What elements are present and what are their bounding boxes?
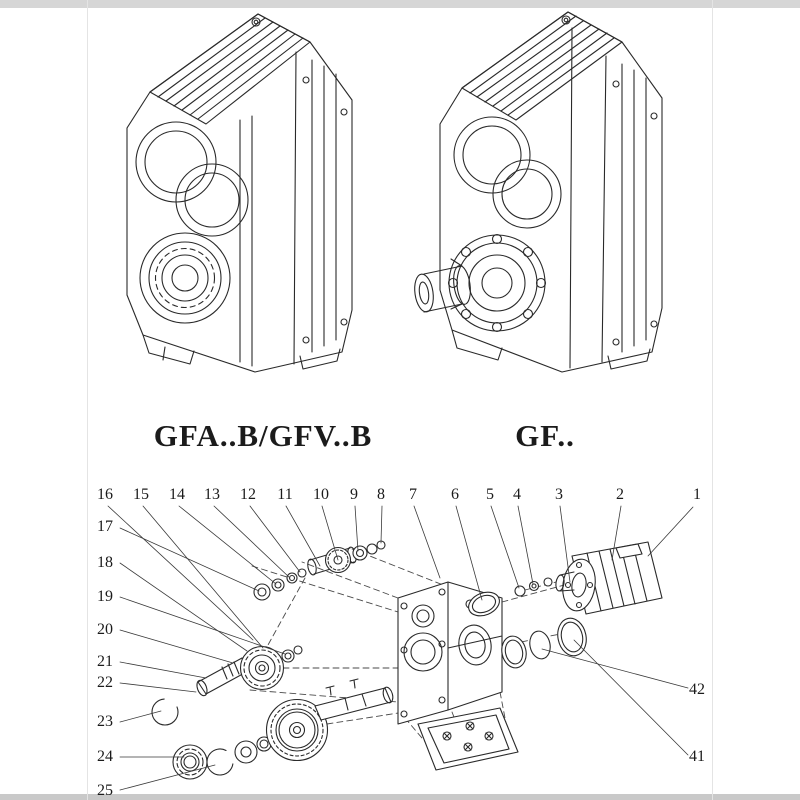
model-label-right: GF.. bbox=[515, 418, 575, 453]
callout-number: 4 bbox=[513, 486, 521, 503]
photo-edge-top bbox=[0, 0, 800, 8]
exploded-view bbox=[151, 540, 663, 780]
page-edge-right bbox=[712, 0, 713, 800]
photo-edge-bottom bbox=[0, 794, 800, 800]
intermediate-shaft-assembly bbox=[196, 645, 303, 697]
callout-number: 2 bbox=[616, 486, 624, 503]
callout-number: 22 bbox=[97, 674, 113, 691]
motor-unit bbox=[555, 541, 663, 615]
callout-number: 20 bbox=[97, 621, 113, 638]
page-edge-left bbox=[87, 0, 88, 800]
callout-number: 15 bbox=[133, 486, 149, 503]
output-shaft-assembly bbox=[151, 678, 394, 780]
callout-number: 6 bbox=[451, 486, 459, 503]
callout-number: 9 bbox=[350, 486, 358, 503]
mounting-plate bbox=[417, 707, 519, 771]
model-label-left: GFA..B/GFV..B bbox=[153, 418, 373, 453]
plate-screws bbox=[442, 721, 494, 752]
callout-number: 16 bbox=[97, 486, 113, 503]
seals-and-rings bbox=[468, 577, 587, 669]
callout-number: 7 bbox=[409, 486, 417, 503]
callout-number: 18 bbox=[97, 554, 113, 571]
callout-number: 41 bbox=[689, 748, 705, 765]
callout-number: 12 bbox=[240, 486, 256, 503]
callout-number: 13 bbox=[204, 486, 220, 503]
callout-number: 23 bbox=[97, 713, 113, 730]
gearbox-drawing-left bbox=[126, 13, 353, 373]
callout-number: 14 bbox=[169, 486, 185, 503]
callout-number: 3 bbox=[555, 486, 563, 503]
callout-number: 5 bbox=[486, 486, 494, 503]
leader-lines bbox=[107, 505, 694, 791]
callout-number: 10 bbox=[313, 486, 329, 503]
callout-number: 42 bbox=[689, 681, 705, 698]
input-shaft-assembly bbox=[253, 540, 386, 601]
callout-number: 17 bbox=[97, 518, 113, 535]
callout-number: 21 bbox=[97, 653, 113, 670]
callout-number: 11 bbox=[277, 486, 293, 503]
callout-number: 8 bbox=[377, 486, 385, 503]
callout-number: 19 bbox=[97, 588, 113, 605]
callout-number: 1 bbox=[693, 486, 701, 503]
callout-number: 25 bbox=[97, 782, 113, 799]
gear-housing bbox=[397, 581, 503, 725]
gearbox-drawing-right bbox=[414, 11, 663, 373]
callout-number: 24 bbox=[97, 748, 113, 765]
